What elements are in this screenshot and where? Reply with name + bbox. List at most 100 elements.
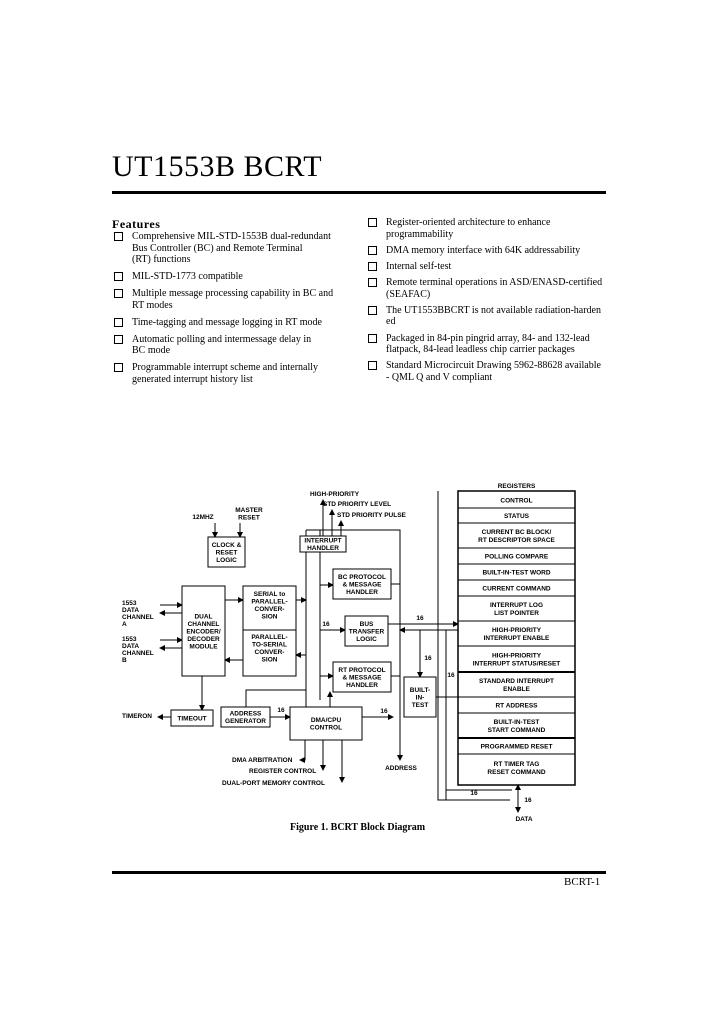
dma-cpu-block-label: DMA/CPU bbox=[311, 717, 342, 724]
bc-protocol-block-label: & MESSAGE bbox=[342, 581, 382, 588]
bus-width-label: 16 bbox=[380, 708, 388, 715]
feature-text: Automatic polling and intermessage delay… bbox=[132, 333, 312, 357]
register-label: CURRENT COMMAND bbox=[482, 585, 551, 592]
checkbox-icon bbox=[368, 333, 377, 343]
master-reset-label: RESET bbox=[238, 515, 260, 522]
encoder-decoder-block-label: MODULE bbox=[189, 643, 218, 650]
address-generator-block bbox=[220, 706, 271, 728]
register-label: CURRENT BC BLOCK/ bbox=[482, 529, 552, 536]
bc-protocol-block-label: HANDLER bbox=[346, 589, 378, 596]
std-priority-level-label: STD PRIORITY LEVEL bbox=[323, 501, 391, 508]
parallel-to-serial-label: CONVER- bbox=[255, 649, 285, 656]
bus-transfer-block bbox=[344, 615, 389, 647]
checkbox-icon bbox=[368, 361, 377, 371]
bus-frame bbox=[306, 529, 401, 757]
rt-protocol-block-label: HANDLER bbox=[346, 682, 378, 689]
checkbox-icon bbox=[368, 218, 377, 227]
feature-text: MIL-STD-1773 compatible bbox=[132, 271, 243, 282]
bc-protocol-block bbox=[332, 568, 392, 600]
channel-b-label: 1553 bbox=[122, 636, 137, 643]
bus-width-label: 16 bbox=[447, 672, 455, 679]
bc-protocol-block-label: BC PROTOCOL bbox=[338, 574, 386, 581]
bus-transfer-block-label: TRANSFER bbox=[349, 628, 385, 635]
feature-text: Register-oriented architecture to enhanc… bbox=[386, 217, 551, 240]
footer-rule bbox=[112, 871, 606, 874]
registers-header: REGISTERS bbox=[498, 483, 536, 490]
std-priority-pulse-label: STD PRIORITY PULSE bbox=[337, 512, 407, 519]
encoder-decoder-block-label: ENCODER/ bbox=[186, 628, 221, 635]
conversion-block bbox=[242, 585, 297, 677]
bus-width-label: 16 bbox=[470, 790, 478, 797]
bus-transfer-block-label: BUS bbox=[360, 621, 374, 628]
register-label: POLLING COMPARE bbox=[485, 553, 549, 560]
data-label: DATA bbox=[515, 816, 532, 823]
register-label: INTERRUPT STATUS/RESET bbox=[473, 660, 561, 667]
encoder-decoder-block-label: DUAL bbox=[194, 613, 212, 620]
bus-width-label: 16 bbox=[424, 655, 432, 662]
addrgen-to-bus bbox=[245, 689, 306, 707]
high-priority-label: HIGH-PRIORITY bbox=[310, 491, 360, 498]
register-data-bus bbox=[437, 491, 510, 801]
dma-arbitration-line bbox=[299, 740, 306, 763]
built-in-test-block bbox=[403, 676, 437, 718]
checkbox-icon bbox=[114, 289, 123, 298]
interrupt-handler-block-label: HANDLER bbox=[307, 545, 339, 552]
register-label: INTERRUPT LOG bbox=[490, 602, 543, 609]
encoder-decoder-block bbox=[181, 585, 226, 677]
clock-frequency-label: 12MHZ bbox=[192, 514, 213, 521]
parallel-to-serial-label: SION bbox=[262, 657, 278, 664]
feature-text: DMA memory interface with 64K addressabi… bbox=[386, 244, 581, 256]
timeout-block bbox=[170, 709, 214, 727]
encoder-decoder-block-label: CHANNEL bbox=[188, 621, 220, 628]
register-label: HIGH-PRIORITY bbox=[492, 627, 542, 634]
rt-protocol-block-label: RT PROTOCOL bbox=[338, 667, 385, 674]
register-label: RT ADDRESS bbox=[495, 702, 538, 709]
register-label: START COMMAND bbox=[488, 727, 546, 734]
checkbox-icon bbox=[114, 317, 123, 327]
features-heading: Features bbox=[112, 217, 161, 231]
checkbox-icon bbox=[114, 232, 123, 241]
register-label: RESET COMMAND bbox=[487, 769, 545, 776]
dma-cpu-block bbox=[289, 706, 363, 741]
checkbox-icon bbox=[368, 305, 377, 315]
feature-text: Standard Microcircuit Drawing 5962-88628… bbox=[386, 360, 601, 383]
clock-reset-block-label: CLOCK & bbox=[212, 542, 242, 549]
register-label: PROGRAMMED RESET bbox=[481, 743, 553, 750]
dual-port-label: DUAL-PORT MEMORY CONTROL bbox=[222, 780, 325, 787]
feature-text: Comprehensive MIL-STD-1553B dual-redunda… bbox=[132, 231, 331, 265]
clock-reset-block-label: LOGIC bbox=[216, 557, 237, 564]
register-label: RT TIMER TAG bbox=[494, 761, 540, 768]
checkbox-icon bbox=[368, 278, 377, 288]
bus-width-label: 16 bbox=[524, 797, 532, 804]
serial-to-parallel-label: SION bbox=[262, 614, 278, 621]
register-label: HIGH-PRIORITY bbox=[492, 652, 542, 659]
title-rule bbox=[112, 191, 606, 194]
parallel-to-serial-label: TO-SERIAL bbox=[252, 642, 287, 649]
register-label: STANDARD INTERRUPT bbox=[479, 678, 554, 685]
page-footer: BCRT-1 bbox=[564, 876, 601, 888]
channel-a-label: A bbox=[122, 621, 127, 628]
interrupt-handler-block bbox=[299, 535, 347, 553]
rt-protocol-block-label: & MESSAGE bbox=[342, 674, 382, 681]
feature-text: Programmable interrupt scheme and intern… bbox=[132, 362, 319, 385]
channel-b-label: CHANNEL bbox=[122, 650, 154, 657]
address-label: ADDRESS bbox=[385, 765, 417, 772]
clock-reset-block-label: RESET bbox=[216, 549, 238, 556]
channel-a-label: CHANNEL bbox=[122, 614, 154, 621]
serial-to-parallel-label: CONVER- bbox=[255, 606, 285, 613]
register-control-label: REGISTER CONTROL bbox=[249, 768, 316, 775]
interrupt-handler-block-label: INTERRUPT bbox=[304, 538, 341, 545]
figure-caption: Figure 1. BCRT Block Diagram bbox=[290, 822, 426, 833]
registers-stack bbox=[457, 490, 576, 786]
register-label: LIST POINTER bbox=[494, 610, 539, 617]
master-reset-label: MASTER bbox=[235, 507, 263, 514]
timeron-label: TIMERON bbox=[122, 713, 152, 720]
serial-to-parallel-label: PARALLEL- bbox=[251, 599, 287, 606]
bus-width-label: 16 bbox=[322, 621, 330, 628]
checkbox-icon bbox=[114, 272, 123, 281]
checkbox-icon bbox=[368, 261, 377, 271]
channel-b-label: B bbox=[122, 657, 127, 664]
address-generator-block-label: GENERATOR bbox=[225, 718, 266, 725]
timeout-block-label: TIMEOUT bbox=[177, 715, 206, 722]
channel-b-label: DATA bbox=[122, 643, 139, 650]
